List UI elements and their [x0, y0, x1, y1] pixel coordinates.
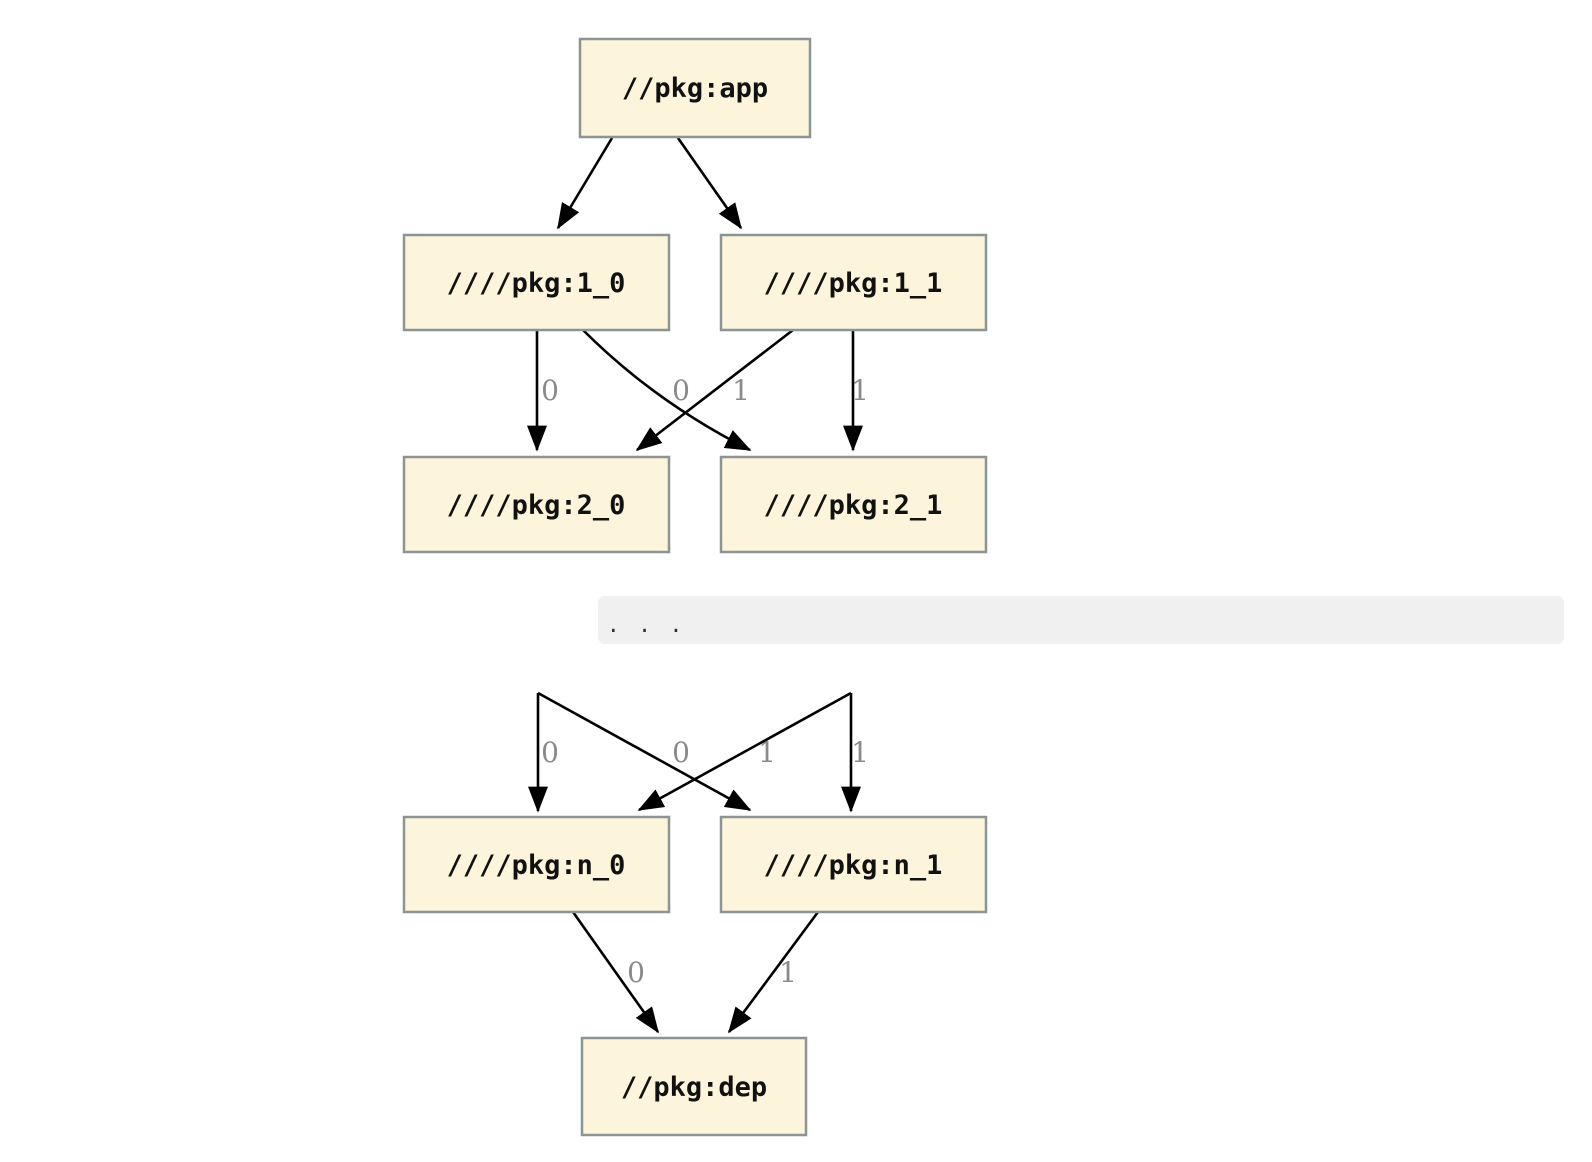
edge-1-0-to-2-1: [582, 329, 752, 452]
node-n-1-box: [719, 815, 988, 914]
node-n-1-label: ////pkg:n_1: [764, 850, 943, 881]
edge-label-n-1-to-dep: 1: [779, 956, 797, 989]
node-2-1-box: [719, 455, 988, 554]
node-1-0-box: [402, 233, 671, 332]
node-2-1: ////pkg:2_1: [719, 455, 988, 554]
node-dep-label: //pkg:dep: [621, 1072, 767, 1103]
edge-n-0-to-dep: [571, 911, 660, 1034]
edge-ellipsis-to-n-1-cross: [537, 691, 752, 812]
edge-app-to-1-0: [556, 137, 614, 230]
ellipsis-bar: [598, 596, 1564, 644]
node-app: //pkg:app: [578, 37, 812, 139]
edge-label-1-0-to-2-1: 1: [732, 374, 750, 407]
node-1-1: ////pkg:1_1: [719, 233, 988, 332]
node-1-1-label: ////pkg:1_1: [764, 268, 943, 299]
node-n-0: ////pkg:n_0: [402, 815, 671, 914]
node-dep: //pkg:dep: [580, 1036, 808, 1137]
node-n-0-box: [402, 815, 671, 914]
edge-label-ellipsis-to-n-0-cross: 0: [672, 736, 690, 769]
node-2-0: ////pkg:2_0: [402, 455, 671, 554]
node-app-box: [578, 37, 812, 139]
ellipsis-text: . . .: [607, 613, 685, 637]
node-2-0-box: [402, 455, 671, 554]
edge-n-1-to-dep: [727, 911, 820, 1034]
node-2-0-label: ////pkg:2_0: [447, 490, 626, 521]
edge-label-ellipsis-to-n-1-right: 1: [851, 736, 869, 769]
edge-label-ellipsis-to-n-0-left: 0: [541, 736, 559, 769]
edge-app-to-1-1: [676, 137, 743, 230]
edge-label-1-1-to-2-0: 0: [672, 374, 690, 407]
edge-label-ellipsis-to-n-1-cross: 1: [758, 736, 776, 769]
node-dep-box: [580, 1036, 808, 1137]
node-1-1-box: [719, 233, 988, 332]
edge-label-1-0-to-2-0: 0: [541, 374, 559, 407]
edge-label-n-0-to-dep: 0: [627, 956, 645, 989]
edge-label-1-1-to-2-1: 1: [851, 374, 869, 407]
edge-ellipsis-to-n-0-cross: [637, 691, 852, 812]
node-app-label: //pkg:app: [622, 73, 768, 104]
node-2-1-label: ////pkg:2_1: [764, 490, 943, 521]
ellipsis-row: . . .: [598, 596, 1564, 644]
node-n-1: ////pkg:n_1: [719, 815, 988, 914]
node-n-0-label: ////pkg:n_0: [447, 850, 626, 881]
node-1-0-label: ////pkg:1_0: [447, 268, 626, 299]
edge-1-1-to-2-0: [635, 328, 794, 452]
node-1-0: ////pkg:1_0: [402, 233, 671, 332]
